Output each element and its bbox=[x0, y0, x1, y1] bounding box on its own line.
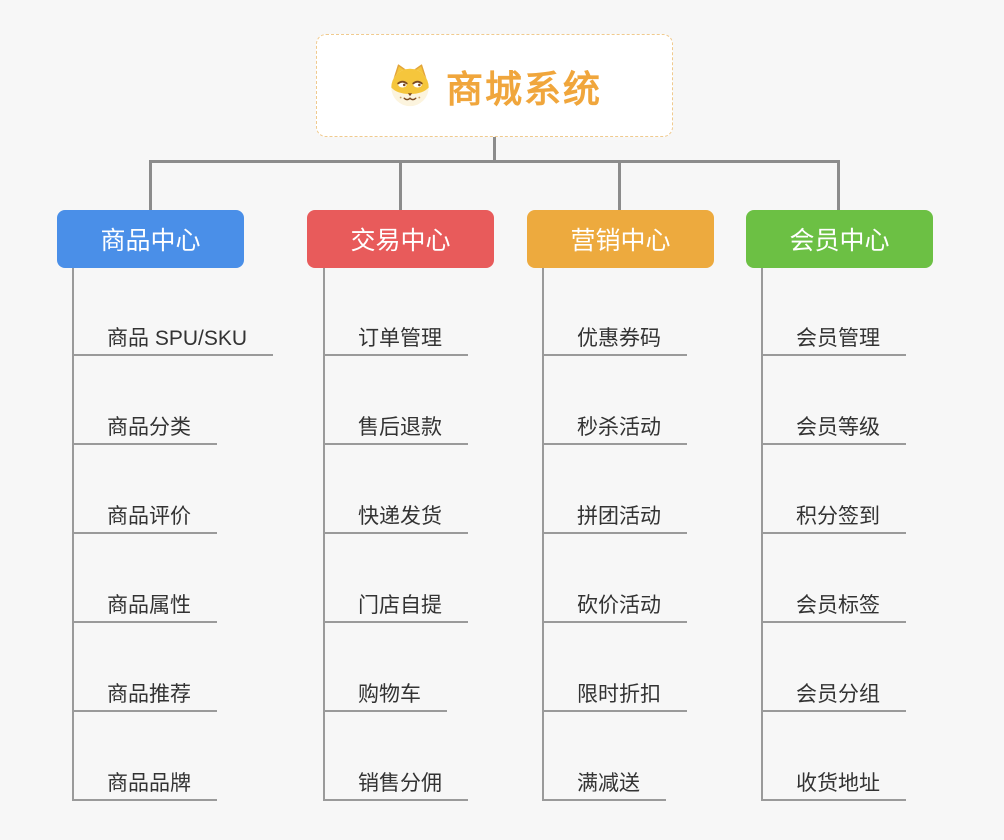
leaf-node[interactable]: 门店自提 bbox=[325, 581, 468, 623]
root-node[interactable]: 商城系统 bbox=[316, 34, 673, 137]
connector-horizontal-bar bbox=[149, 160, 840, 163]
leaf-node[interactable]: 积分签到 bbox=[763, 492, 906, 534]
leaf-node[interactable]: 收货地址 bbox=[763, 759, 906, 801]
leaf-node[interactable]: 订单管理 bbox=[325, 314, 468, 356]
leaf-node[interactable]: 满减送 bbox=[544, 759, 666, 801]
connector-drop-trade bbox=[399, 162, 402, 210]
connector-drop-member bbox=[837, 162, 840, 210]
marketing-children-column: 优惠券码 秒杀活动 拼团活动 砍价活动 限时折扣 满减送 bbox=[542, 268, 774, 801]
leaf-node[interactable]: 商品品牌 bbox=[74, 759, 217, 801]
connector-drop-product bbox=[149, 162, 152, 210]
leaf-node[interactable]: 秒杀活动 bbox=[544, 403, 687, 445]
branch-marketing-center[interactable]: 营销中心 bbox=[527, 210, 714, 268]
leaf-node[interactable]: 会员分组 bbox=[763, 670, 906, 712]
root-title: 商城系统 bbox=[446, 68, 602, 110]
leaf-node[interactable]: 限时折扣 bbox=[544, 670, 687, 712]
leaf-node[interactable]: 商品推荐 bbox=[74, 670, 217, 712]
leaf-node[interactable]: 拼团活动 bbox=[544, 492, 687, 534]
leaf-node[interactable]: 会员管理 bbox=[763, 314, 906, 356]
leaf-node[interactable]: 售后退款 bbox=[325, 403, 468, 445]
product-children-column: 商品 SPU/SKU 商品分类 商品评价 商品属性 商品推荐 商品品牌 bbox=[72, 268, 304, 801]
trade-children-column: 订单管理 售后退款 快递发货 门店自提 购物车 销售分佣 bbox=[323, 268, 555, 801]
leaf-node[interactable]: 销售分佣 bbox=[325, 759, 468, 801]
connector-root-riser bbox=[493, 137, 496, 162]
leaf-node[interactable]: 商品属性 bbox=[74, 581, 217, 623]
member-children-column: 会员管理 会员等级 积分签到 会员标签 会员分组 收货地址 bbox=[761, 268, 993, 801]
leaf-node[interactable]: 快递发货 bbox=[325, 492, 468, 534]
branch-member-center[interactable]: 会员中心 bbox=[746, 210, 933, 268]
branch-product-center[interactable]: 商品中心 bbox=[57, 210, 244, 268]
leaf-node[interactable]: 会员标签 bbox=[763, 581, 906, 623]
dog-face-icon bbox=[387, 63, 433, 109]
leaf-node[interactable]: 商品评价 bbox=[74, 492, 217, 534]
leaf-node[interactable]: 优惠券码 bbox=[544, 314, 687, 356]
leaf-node[interactable]: 会员等级 bbox=[763, 403, 906, 445]
leaf-node[interactable]: 砍价活动 bbox=[544, 581, 687, 623]
leaf-node[interactable]: 商品分类 bbox=[74, 403, 217, 445]
leaf-node[interactable]: 购物车 bbox=[325, 670, 447, 712]
branch-trade-center[interactable]: 交易中心 bbox=[307, 210, 494, 268]
connector-drop-marketing bbox=[618, 162, 621, 210]
leaf-node[interactable]: 商品 SPU/SKU bbox=[74, 314, 274, 356]
